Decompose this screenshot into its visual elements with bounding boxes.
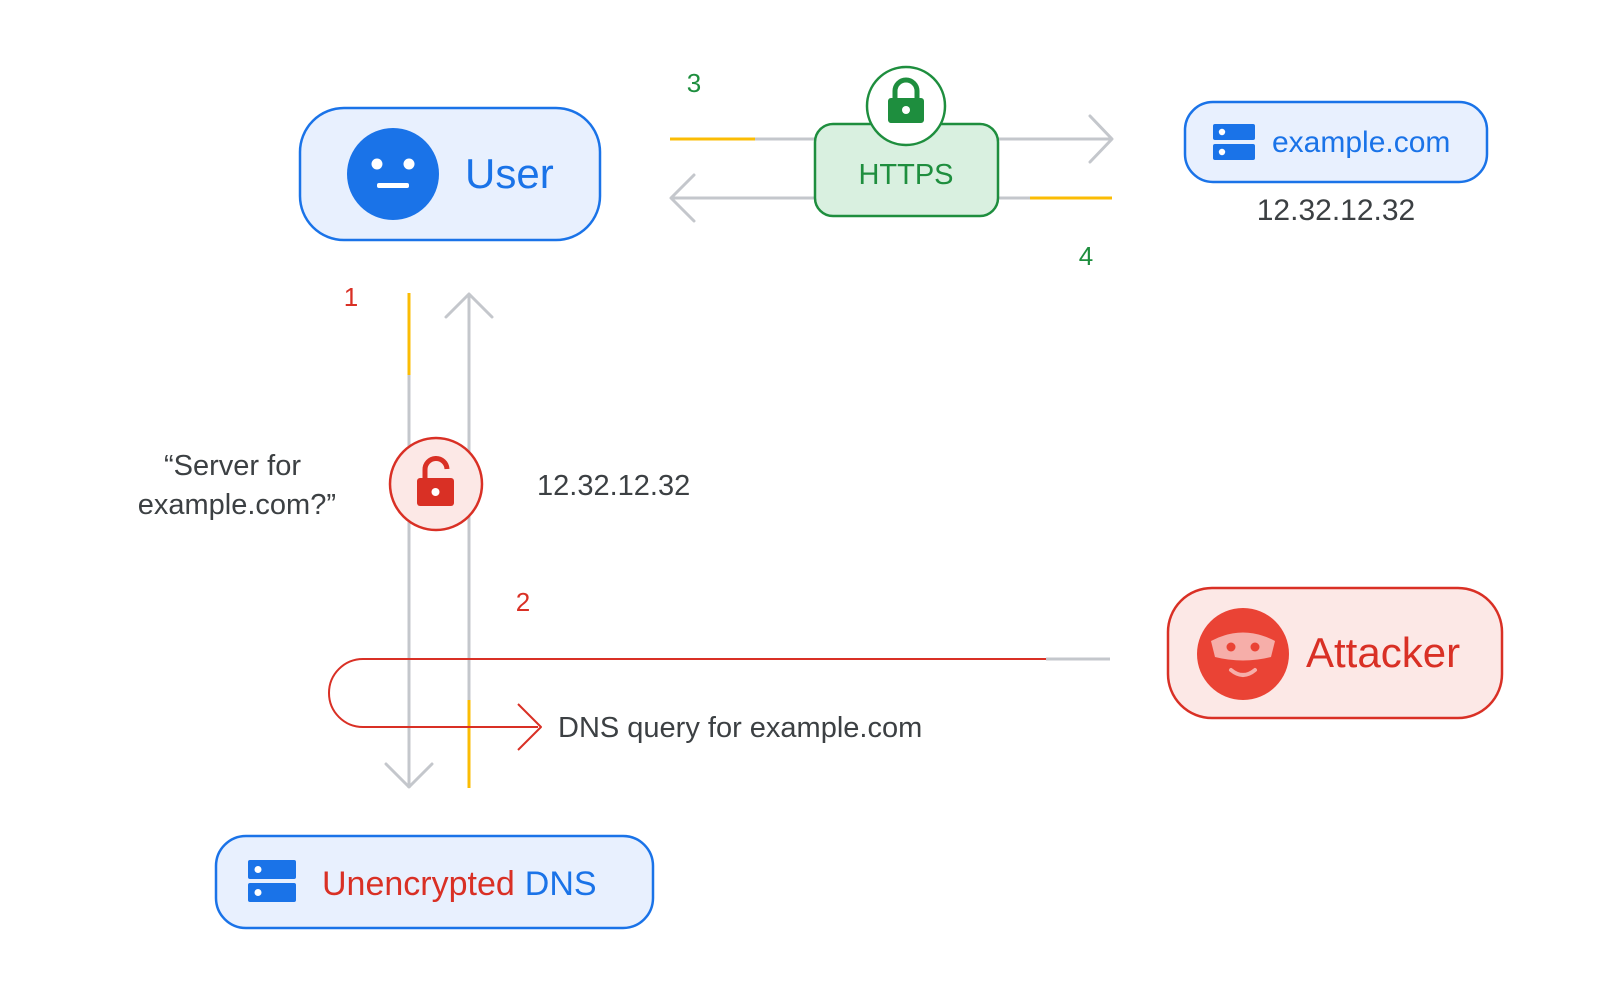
lock-open-icon	[388, 436, 484, 532]
attacker-intercept: 2 DNS query for example.com	[328, 587, 1110, 751]
query-arrowhead	[384, 762, 434, 789]
request-arrowhead	[1088, 114, 1114, 164]
dns-node: Unencrypted DNS	[214, 834, 655, 930]
response-ip-label: 12.32.12.32	[537, 470, 690, 502]
site-node: example.com 12.32.12.32	[1183, 100, 1489, 227]
step-4-label: 4	[1079, 241, 1093, 271]
dns-exchange: 1 “Server for example.com?” 12.32.12.32	[138, 282, 690, 789]
user-face-icon	[347, 128, 439, 220]
site-ip: 12.32.12.32	[1257, 194, 1415, 227]
query-text-line1: “Server for	[164, 450, 301, 482]
site-label: example.com	[1272, 126, 1450, 159]
response-up-arrowhead	[444, 292, 494, 319]
attacker-node: Attacker	[1166, 586, 1504, 720]
attacker-label: Attacker	[1306, 629, 1460, 676]
step-2-label: 2	[516, 587, 530, 617]
user-node: User	[298, 106, 602, 242]
https-label: HTTPS	[858, 159, 953, 191]
dns-query-label: DNS query for example.com	[558, 712, 922, 744]
response-arrowhead	[669, 173, 696, 223]
step-3-label: 3	[687, 68, 701, 98]
intercept-arrowhead	[517, 703, 542, 751]
user-label: User	[465, 150, 554, 197]
dns-label: Unencrypted DNS	[322, 865, 597, 903]
lock-closed-icon	[865, 65, 947, 147]
step-1-label: 1	[344, 282, 358, 312]
dns-label-dns: DNS	[525, 865, 597, 903]
server-icon	[1213, 124, 1255, 160]
dns-label-unencrypted: Unencrypted	[322, 865, 515, 903]
query-text-line2: example.com?”	[138, 489, 336, 521]
user-box	[298, 106, 602, 242]
masked-face-icon	[1197, 608, 1289, 700]
dns-server-icon	[248, 860, 296, 902]
https-connection: HTTPS 3 4	[669, 65, 1114, 271]
dns-box	[214, 834, 655, 930]
intercept-loop	[328, 658, 1046, 728]
site-box	[1183, 100, 1489, 184]
